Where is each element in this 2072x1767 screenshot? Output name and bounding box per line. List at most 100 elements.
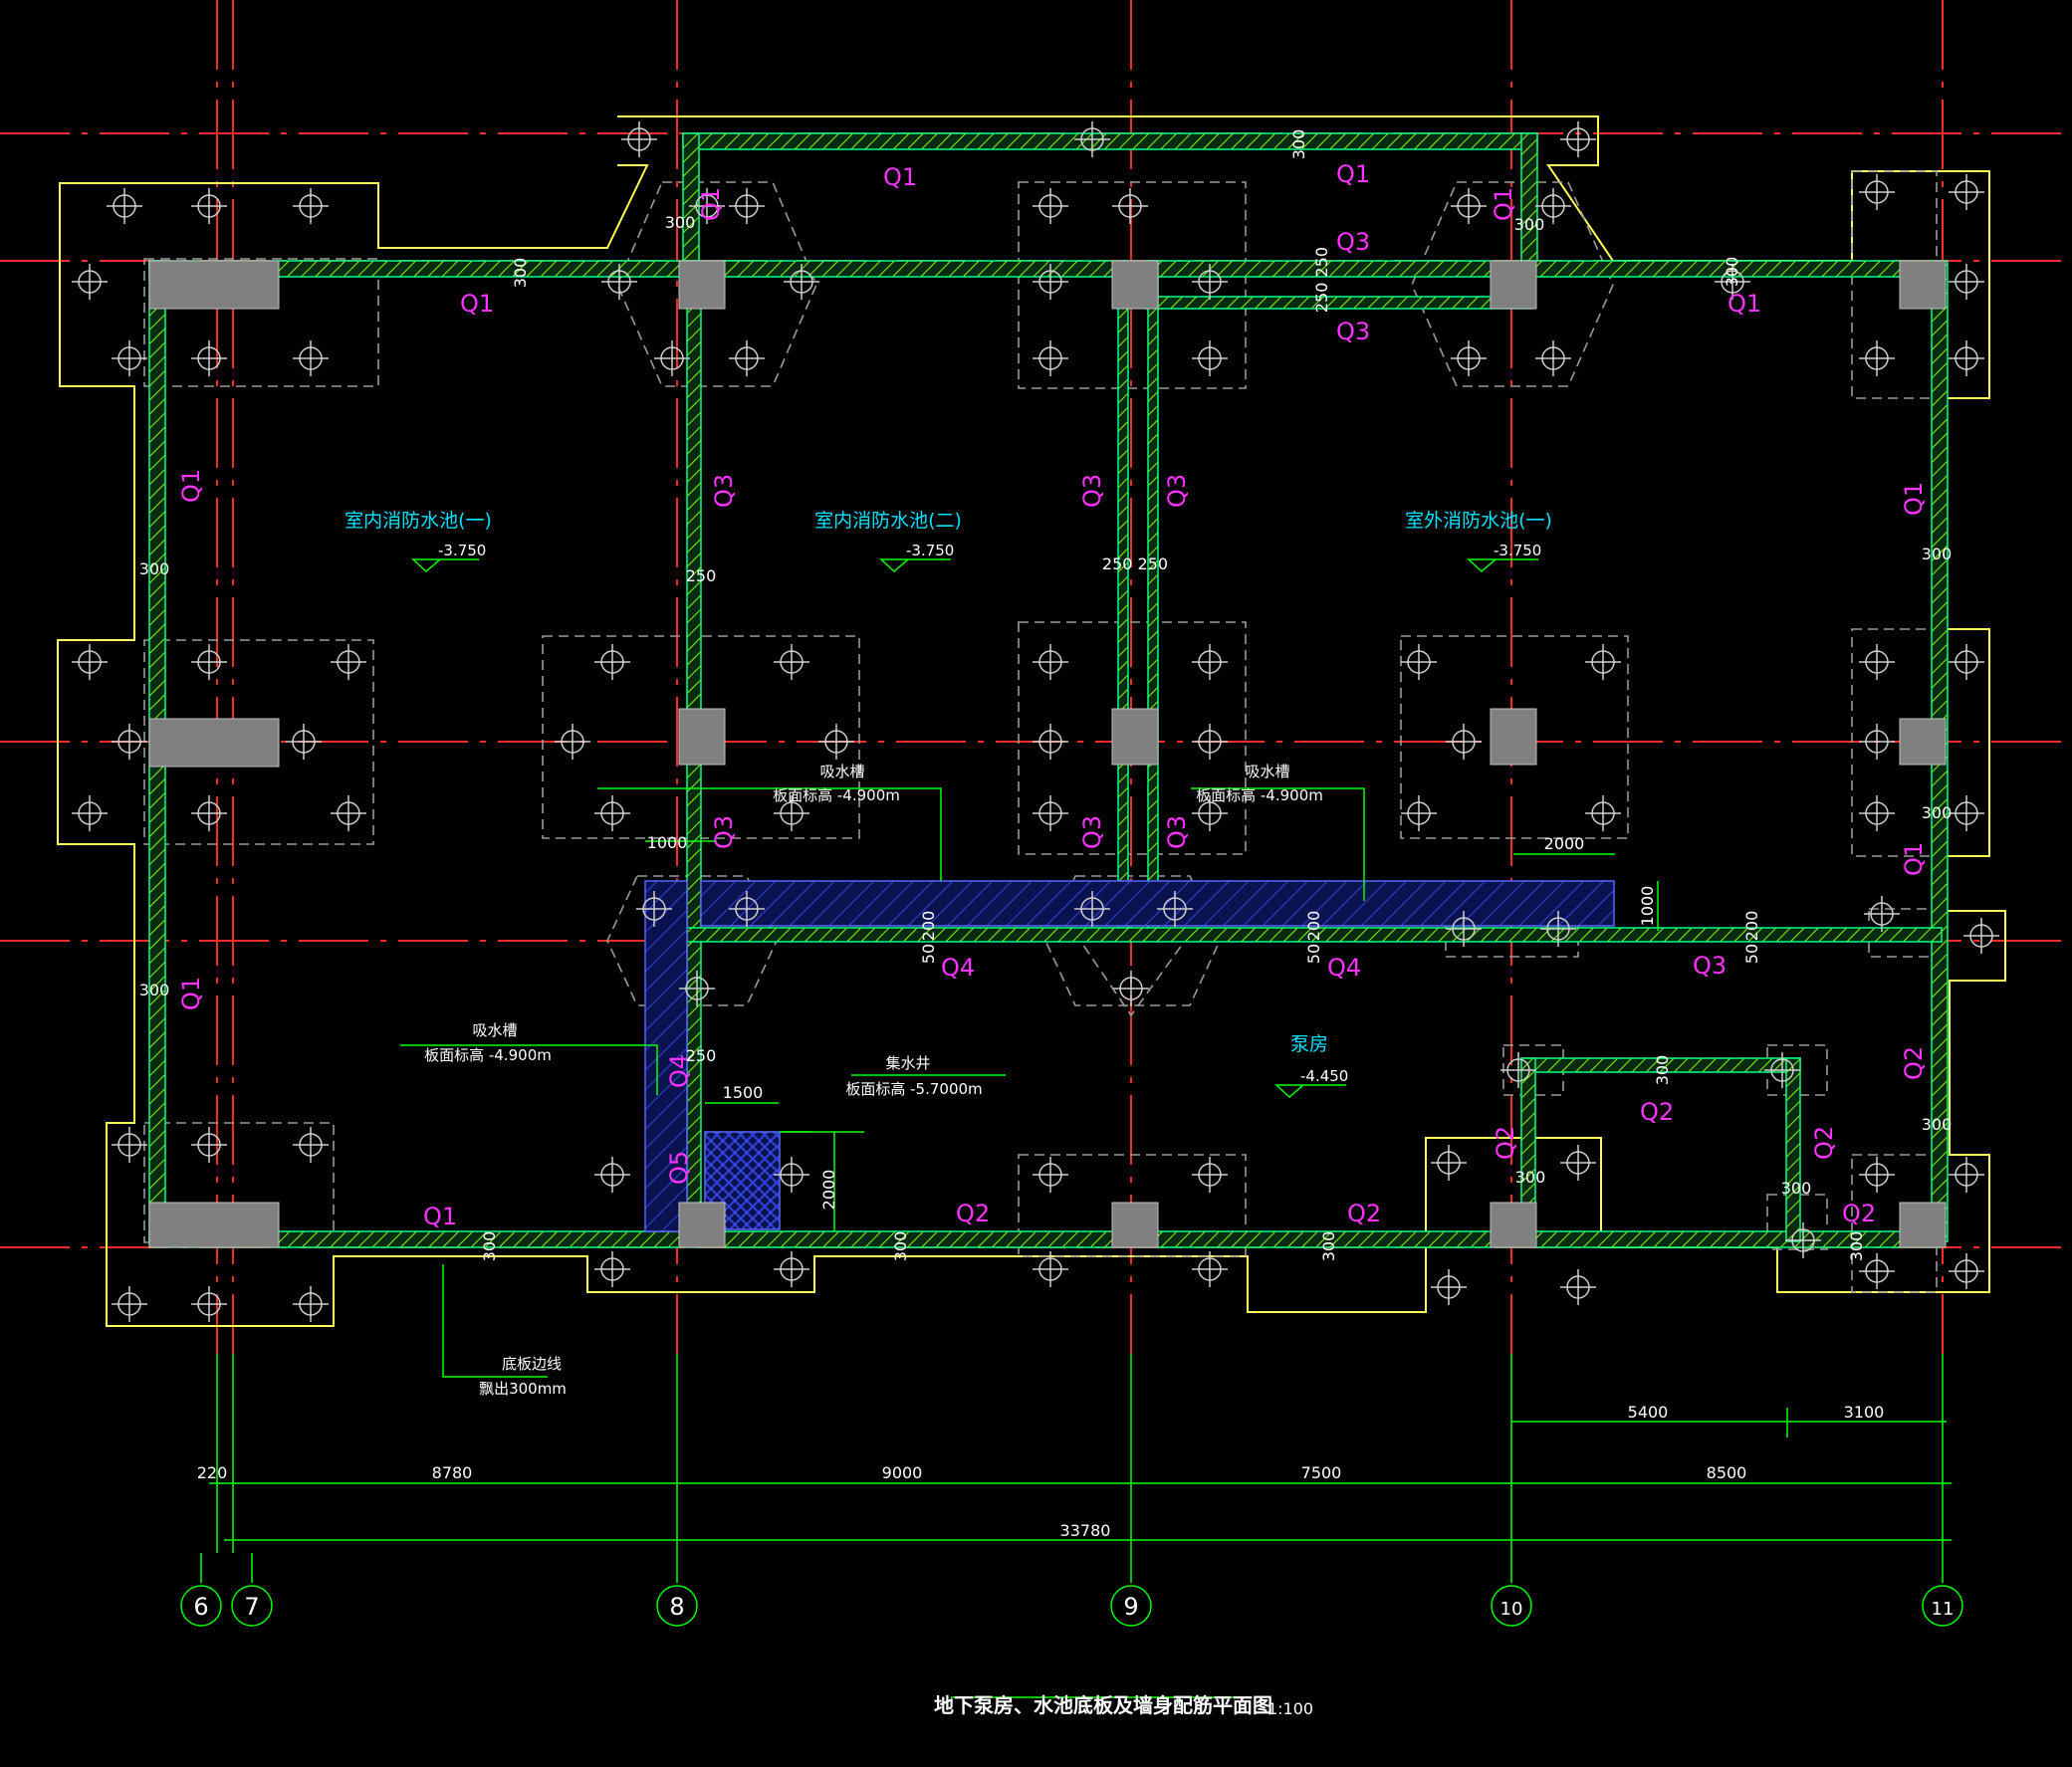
- dim-300-f: 300: [139, 559, 170, 578]
- pile-marker: [729, 891, 765, 927]
- pile-marker: [601, 264, 637, 300]
- pile-marker: [191, 188, 227, 224]
- wall-tag-q3: Q3: [1163, 815, 1191, 849]
- pile-marker: [72, 795, 108, 831]
- pile-marker: [621, 121, 657, 157]
- dim-300-g: 300: [139, 981, 170, 999]
- pile-markers: [72, 121, 1999, 1322]
- wall-tag-q1: Q1: [177, 469, 205, 503]
- wall-tag-q3: Q3: [1693, 952, 1727, 980]
- note-slab-projection: 飘出300mm: [479, 1380, 567, 1398]
- pile-marker: [72, 264, 108, 300]
- note-suction-tank: 吸水槽: [1245, 763, 1289, 780]
- dim-300-n: 300: [1515, 1168, 1546, 1187]
- room-label-pump: 泵房: [1290, 1033, 1328, 1055]
- dimension-lines: [200, 787, 1952, 1698]
- pile-marker: [1535, 188, 1571, 224]
- note-slab-level: 板面标高 -4.900m: [424, 1046, 552, 1064]
- wall-tag-q1: Q1: [883, 163, 917, 191]
- dim-9000: 9000: [882, 1463, 923, 1482]
- pile-marker: [1192, 264, 1228, 300]
- pile-marker: [1949, 264, 1984, 300]
- pile-marker: [784, 264, 819, 300]
- level-texts: -3.750 -3.750 -3.750 -4.450: [438, 542, 1541, 1085]
- dim-300-p: 300: [1653, 1055, 1672, 1086]
- pool2-level: -3.750: [906, 542, 954, 559]
- axis-label-6: 6: [193, 1593, 208, 1621]
- wall-tag-q3: Q3: [710, 815, 738, 849]
- pile-marker: [112, 724, 147, 760]
- dim-250-d: 250: [686, 1046, 717, 1065]
- pile-marker: [1585, 795, 1621, 831]
- wall-tag-q2: Q2: [956, 1200, 990, 1227]
- pile-marker: [1764, 1052, 1800, 1088]
- pile-marker: [1785, 1222, 1821, 1258]
- wall-tag-q4: Q4: [1327, 954, 1361, 982]
- dim-50-c: 50: [1742, 944, 1761, 964]
- pile-marker: [1074, 121, 1110, 157]
- wall-tag-q2: Q2: [1347, 1200, 1381, 1227]
- axis-labels: 6 7 8 9 10 11: [193, 1593, 1954, 1621]
- dim-300-a: 300: [665, 213, 696, 232]
- pile-marker: [1192, 1157, 1228, 1193]
- pile-marker: [191, 1286, 227, 1322]
- pile-marker: [1535, 340, 1571, 376]
- wall-tag-q3: Q3: [1078, 474, 1106, 508]
- wall-tag-q5: Q5: [665, 1151, 693, 1185]
- dim-50-b: 50: [1304, 944, 1323, 964]
- dim-300-c: 300: [511, 258, 530, 289]
- pile-marker: [1540, 911, 1576, 947]
- wall-tag-q2: Q2: [1842, 1200, 1876, 1227]
- dim-7500: 7500: [1301, 1463, 1342, 1482]
- wall-tag-q2: Q2: [1492, 1126, 1519, 1160]
- pile-marker: [1949, 1157, 1984, 1193]
- pile-marker: [293, 340, 329, 376]
- pump-level: -4.450: [1300, 1067, 1348, 1085]
- pile-marker: [1192, 644, 1228, 680]
- room-labels: 室内消防水池(一) 室内消防水池(二) 室外消防水池(一) 泵房: [345, 510, 1552, 1055]
- pile-marker: [286, 724, 322, 760]
- dim-2000-a: 2000: [1544, 834, 1585, 853]
- dim-5400: 5400: [1628, 1403, 1669, 1422]
- pile-marker: [72, 644, 108, 680]
- dim-200-a: 200: [919, 911, 938, 942]
- pile-marker: [293, 1286, 329, 1322]
- pile-marker: [774, 795, 809, 831]
- pile-marker: [1431, 1145, 1467, 1181]
- dim-50-a: 50: [919, 944, 938, 964]
- dim-300-i: 300: [1922, 803, 1953, 822]
- pile-marker: [1949, 340, 1984, 376]
- pile-marker: [293, 1127, 329, 1163]
- dim-8500: 8500: [1707, 1463, 1747, 1482]
- pile-marker: [1859, 340, 1895, 376]
- dim-1500: 1500: [723, 1083, 764, 1102]
- pool1-level: -3.750: [438, 542, 486, 559]
- title-block: 地下泵房、水池底板及墙身配筋平面图 1:100: [934, 1693, 1313, 1718]
- dim-3100: 3100: [1844, 1403, 1885, 1422]
- pile-marker: [1401, 644, 1437, 680]
- pile-marker: [1560, 1145, 1596, 1181]
- pile-marker: [774, 1157, 809, 1193]
- note-suction-tank: 吸水槽: [472, 1021, 517, 1039]
- pile-marker: [594, 1251, 630, 1287]
- pile-marker: [818, 724, 854, 760]
- wall-tag-q2: Q2: [1900, 1046, 1928, 1080]
- pile-marker: [729, 188, 765, 224]
- pile-marker: [1585, 644, 1621, 680]
- wall-tag-q1: Q1: [177, 977, 205, 1010]
- wall-tag-q4: Q4: [941, 954, 975, 982]
- notes: 吸水槽 板面标高 -4.900m 吸水槽 板面标高 -4.900m 吸水槽 板面…: [424, 763, 1323, 1398]
- pile-marker: [1033, 340, 1068, 376]
- wall-tag-q4: Q4: [665, 1054, 693, 1088]
- wall-tag-q1: Q1: [697, 187, 725, 221]
- pile-marker: [729, 340, 765, 376]
- dim-300-d: 300: [1289, 129, 1308, 160]
- note-slab-level: 板面标高 -4.900m: [773, 786, 900, 804]
- pile-marker: [1949, 644, 1984, 680]
- pile-marker: [1431, 1269, 1467, 1305]
- dim-1000-a: 1000: [647, 833, 688, 852]
- wall-tag-q3: Q3: [710, 474, 738, 508]
- dim-300-j: 300: [1922, 1115, 1953, 1134]
- pile-marker: [1500, 1052, 1536, 1088]
